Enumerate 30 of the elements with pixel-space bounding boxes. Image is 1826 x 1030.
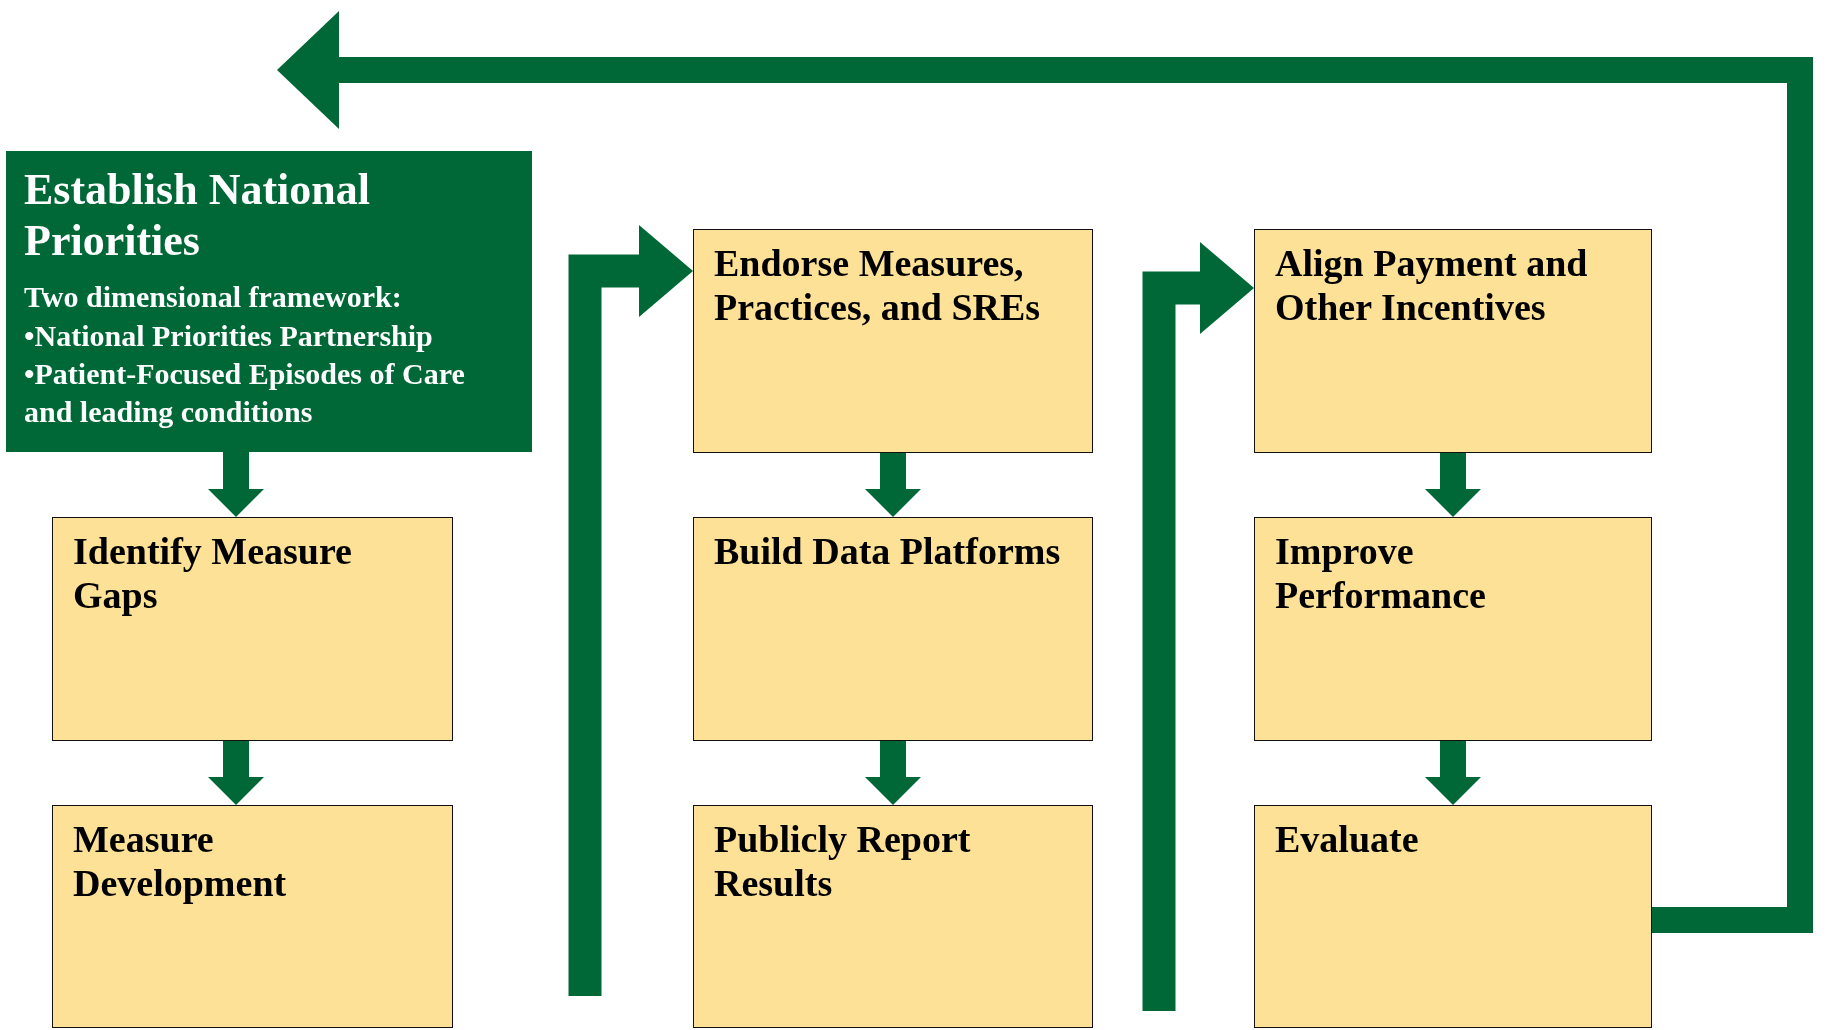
box-text: •National Priorities Partnership [24, 317, 434, 354]
process-box [52, 517, 453, 741]
block-arrow [1425, 453, 1481, 517]
box-title: Build Data Platforms [714, 530, 1062, 574]
box-title: Establish National Priorities [24, 165, 371, 267]
box-text: Two dimensional framework: [24, 279, 403, 316]
process-box [1254, 805, 1652, 1028]
block-arrow [277, 11, 1813, 933]
process-box [1254, 229, 1652, 453]
box-title: Evaluate [1275, 818, 1420, 862]
box-title: Publicly Report Results [714, 818, 972, 906]
process-box [693, 517, 1093, 741]
block-arrow [568, 225, 693, 996]
process-box [693, 805, 1093, 1028]
process-box [693, 229, 1093, 453]
block-arrow [208, 741, 264, 805]
box-title: Align Payment and Other Incentives [1275, 242, 1589, 330]
box-text: •Patient-Focused Episodes of Care and leading conditions [24, 355, 466, 431]
block-arrow [865, 741, 921, 805]
block-arrow [208, 452, 264, 517]
block-arrow [865, 453, 921, 517]
box-title: Measure Development [73, 818, 288, 906]
box-title: Identify Measure Gaps [73, 530, 353, 618]
block-arrow [1142, 242, 1254, 1011]
block-arrow [1425, 741, 1481, 805]
process-box [1254, 517, 1652, 741]
priority-box [6, 151, 532, 452]
process-box [52, 805, 453, 1028]
box-title: Improve Performance [1275, 530, 1487, 618]
box-title: Endorse Measures, Practices, and SREs [714, 242, 1042, 330]
